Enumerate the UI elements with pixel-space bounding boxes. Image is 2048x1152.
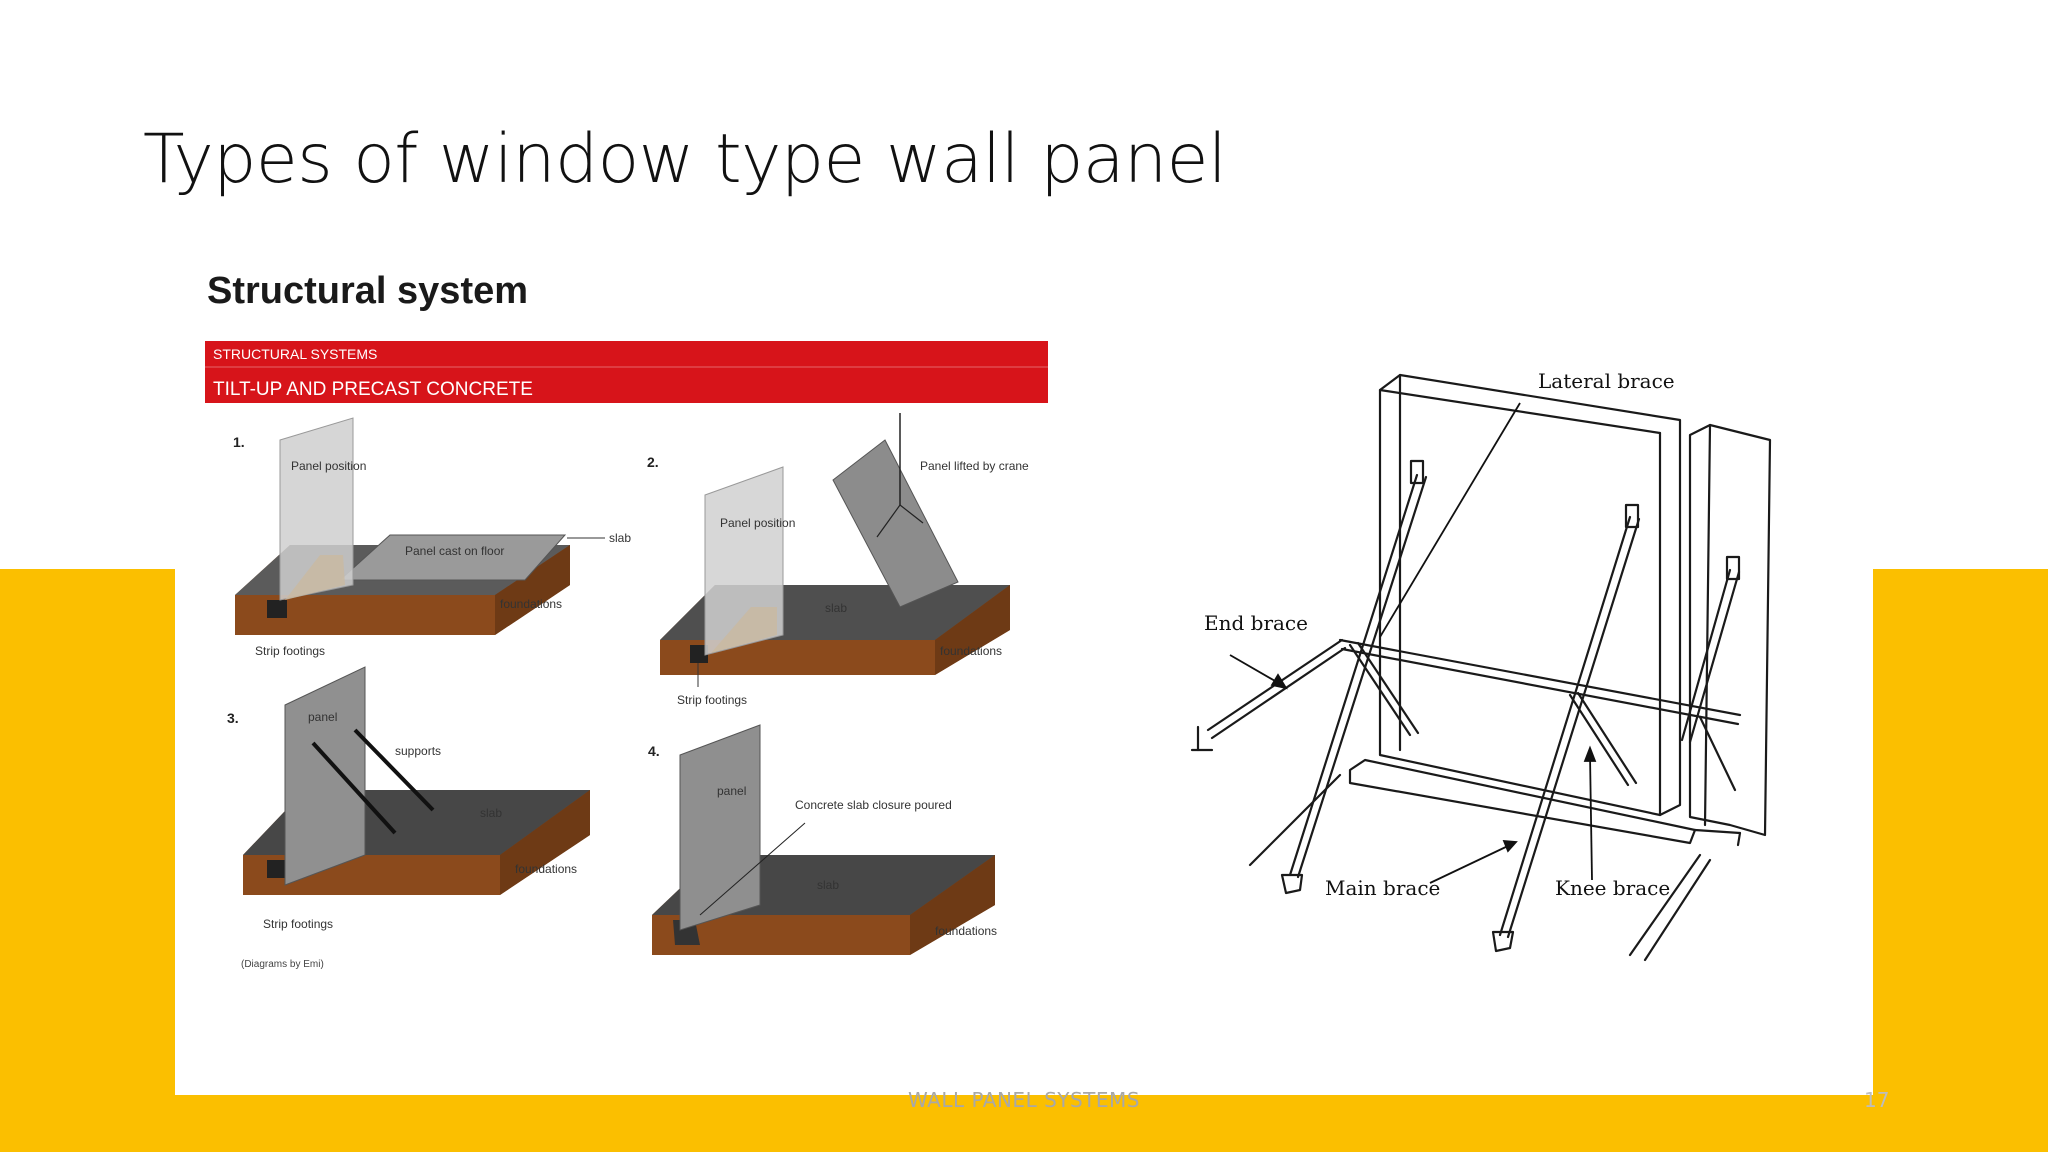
step2-foundations-label: foundations: [940, 644, 1002, 658]
step1-strip-footings-label: Strip footings: [255, 644, 325, 658]
step4-slab-label: slab: [817, 878, 839, 892]
step4-diagram: 4. panel Concrete slab closure poured sl…: [648, 724, 997, 955]
step2-diagram: 2. Panel position Panel lifted by crane …: [647, 413, 1029, 707]
step1-panel-position-label: Panel position: [291, 459, 366, 473]
diagram-credit: (Diagrams by Emi): [241, 959, 324, 970]
step3-foundations-label: foundations: [515, 862, 577, 876]
lateral-brace-label: Lateral brace: [1538, 369, 1675, 393]
tilt-up-diagram: Structural system STRUCTURAL SYSTEMS TIL…: [195, 255, 1055, 995]
banner-line1: STRUCTURAL SYSTEMS: [213, 346, 377, 362]
step4-panel-label: panel: [717, 784, 746, 798]
step1-diagram: 1. Panel position Panel cast on floor sl…: [233, 417, 631, 658]
knee-brace-label: Knee brace: [1555, 876, 1670, 900]
slide-title: Types of window type wall panel: [143, 120, 1227, 199]
step4-foundations-label: foundations: [935, 924, 997, 938]
step4-number: 4.: [648, 743, 660, 759]
step3-number: 3.: [227, 710, 239, 726]
step2-number: 2.: [647, 454, 659, 470]
step4-closure-label: Concrete slab closure poured: [795, 798, 952, 812]
content-panel: [175, 300, 1873, 1095]
step1-panel-cast-label: Panel cast on floor: [405, 544, 504, 558]
step3-panel-label: panel: [308, 710, 337, 724]
step1-number: 1.: [233, 434, 245, 450]
footer-text: WALL PANEL SYSTEMS: [908, 1088, 1140, 1112]
step2-panel-lifted-label: Panel lifted by crane: [920, 459, 1029, 473]
step2-strip-footings-label: Strip footings: [677, 693, 747, 707]
step3-diagram: 3. panel supports slab foundations Strip…: [227, 666, 590, 970]
banner-line2: TILT-UP AND PRECAST CONCRETE: [213, 379, 533, 400]
bracing-diagram: Lateral brace End brace Main brace Knee …: [1190, 355, 1790, 975]
main-brace-label: Main brace: [1325, 876, 1440, 900]
structural-system-heading: Structural system: [207, 270, 528, 312]
red-banner: [205, 341, 1048, 403]
step2-panel-position-label: Panel position: [720, 516, 795, 530]
step3-strip-footings-label: Strip footings: [263, 917, 333, 931]
page-number: 17: [1864, 1088, 1890, 1112]
step1-slab-label: slab: [609, 531, 631, 545]
step3-slab-label: slab: [480, 806, 502, 820]
step3-supports-label: supports: [395, 744, 441, 758]
end-brace-label: End brace: [1204, 611, 1308, 635]
step2-slab-label: slab: [825, 601, 847, 615]
step1-foundations-label: foundations: [500, 597, 562, 611]
